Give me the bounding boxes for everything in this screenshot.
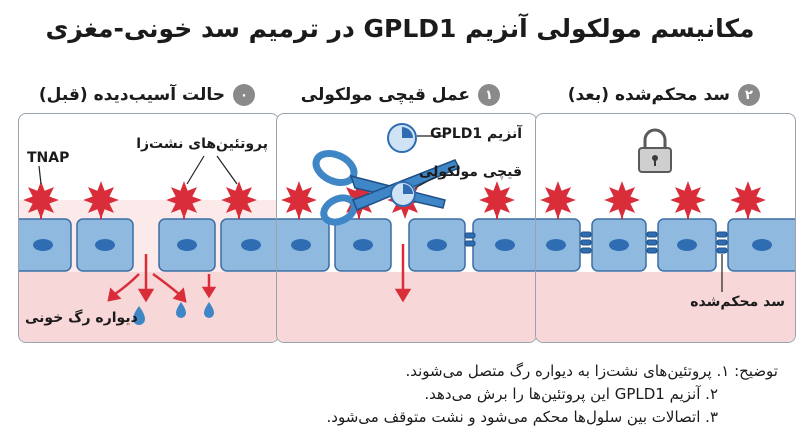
- nucleus: [33, 239, 53, 251]
- leaky-protein: [23, 181, 59, 219]
- leaky-protein: [604, 181, 640, 219]
- leak-arrow-head: [137, 288, 155, 303]
- nucleus: [677, 239, 697, 251]
- page-title: مکانیسم مولکولی آنزیم GPLD1 در ترمیم سد …: [45, 14, 755, 43]
- leak-arrow: [114, 273, 140, 296]
- step-number-2: ۲: [738, 84, 760, 106]
- damaged-illustration: [19, 155, 278, 342]
- step-number-1: ۱: [478, 84, 500, 106]
- droplet-icon: [176, 302, 186, 318]
- nucleus: [609, 239, 629, 251]
- panel-heading-sealed: ۲ سد محکم‌شده (بعد): [568, 82, 760, 108]
- vessel-wall-label: دیواره رگ خونی: [25, 310, 138, 326]
- sealed-barrier-label: سد محکم‌شده: [690, 294, 785, 310]
- tight-junction: [646, 247, 658, 254]
- tight-junction: [580, 247, 592, 254]
- tnap-label: TNAP: [27, 150, 70, 166]
- nucleus: [752, 239, 772, 251]
- nucleus: [546, 239, 566, 251]
- tight-junction: [716, 231, 728, 238]
- pointer-line: [186, 155, 205, 185]
- leaky-protein: [540, 181, 576, 219]
- nucleus: [241, 239, 261, 251]
- note-line-3: ۳. اتصالات بین سلول‌ها محکم می‌شود و نشت…: [326, 408, 718, 426]
- scissors-icon: [312, 149, 461, 226]
- pointer-line: [38, 165, 42, 185]
- leaky-protein: [83, 181, 119, 219]
- panel-title-damaged: حالت آسیب‌دیده (قبل): [38, 85, 225, 105]
- scissors-label: قیچی مولکولی: [418, 164, 522, 180]
- panel-scissor: آنزیم GPLD1 قیچی مولکولی: [276, 113, 537, 343]
- vessel-wall: [19, 272, 278, 342]
- note-intro: توضیح:: [734, 362, 778, 380]
- nucleus: [353, 239, 373, 251]
- enzyme-label: آنزیم GPLD1: [430, 126, 522, 142]
- panel-sealed: سد محکم‌شده: [535, 113, 796, 343]
- panel-heading-scissor: ۱ عمل قیچی مولکولی: [301, 82, 500, 108]
- pointer-line: [414, 175, 438, 189]
- droplet-icon: [133, 306, 145, 325]
- enzyme-icon: [387, 123, 417, 153]
- nucleus: [291, 239, 311, 251]
- tight-junction: [716, 247, 728, 254]
- panel-title-scissor: عمل قیچی مولکولی: [300, 85, 470, 105]
- tight-junction: [580, 239, 592, 246]
- vessel-wall: [536, 272, 795, 342]
- scissor-illustration: [277, 123, 536, 342]
- leak-arrow: [152, 272, 180, 295]
- tight-junction: [646, 231, 658, 238]
- nucleus: [495, 239, 515, 251]
- leak-arrow-head: [107, 287, 122, 302]
- note-text-1: ۱. پروتئین‌های نشت‌زا به دیواره رگ متصل …: [405, 362, 730, 380]
- vessel-wall: [277, 272, 536, 342]
- note-line-1: توضیح: ۱. پروتئین‌های نشت‌زا به دیواره ر…: [327, 360, 778, 383]
- leaky-protein: [730, 181, 766, 219]
- leak-arrow-head: [201, 286, 217, 299]
- explanation-notes: توضیح: ۱. پروتئین‌های نشت‌زا به دیواره ر…: [327, 360, 778, 429]
- droplet-icon: [204, 302, 214, 318]
- leaky-protein: [670, 181, 706, 219]
- panel-title-sealed: سد محکم‌شده (بعد): [567, 85, 730, 105]
- tight-junction: [464, 232, 476, 239]
- leaky-protein: [221, 181, 257, 219]
- tight-junction: [716, 239, 728, 246]
- leak-arrow-head: [172, 287, 187, 303]
- pointer-line: [216, 155, 238, 185]
- nucleus: [95, 239, 115, 251]
- leaky-protein: [479, 181, 515, 219]
- sealed-illustration: [536, 128, 795, 342]
- down-arrow-head: [394, 288, 412, 303]
- panel-damaged: TNAP پروتئین‌های نشت‌زا دیواره رگ خونی: [18, 113, 279, 343]
- panel-heading-damaged: ۰ حالت آسیب‌دیده (قبل): [39, 82, 255, 108]
- tight-junction: [464, 240, 476, 247]
- leaky-protein: [281, 181, 317, 219]
- enzyme-icon: [390, 181, 416, 207]
- lock-icon: [638, 128, 672, 173]
- leaky-proteins-label: پروتئین‌های نشت‌زا: [136, 136, 268, 152]
- note-line-2: ۲. آنزیم GPLD1 این پروتئین‌ها را برش می‌…: [424, 385, 718, 403]
- nucleus: [427, 239, 447, 251]
- tight-junction: [646, 239, 658, 246]
- leaky-protein: [166, 181, 202, 219]
- step-number-0: ۰: [233, 84, 255, 106]
- tight-junction: [580, 231, 592, 238]
- nucleus: [177, 239, 197, 251]
